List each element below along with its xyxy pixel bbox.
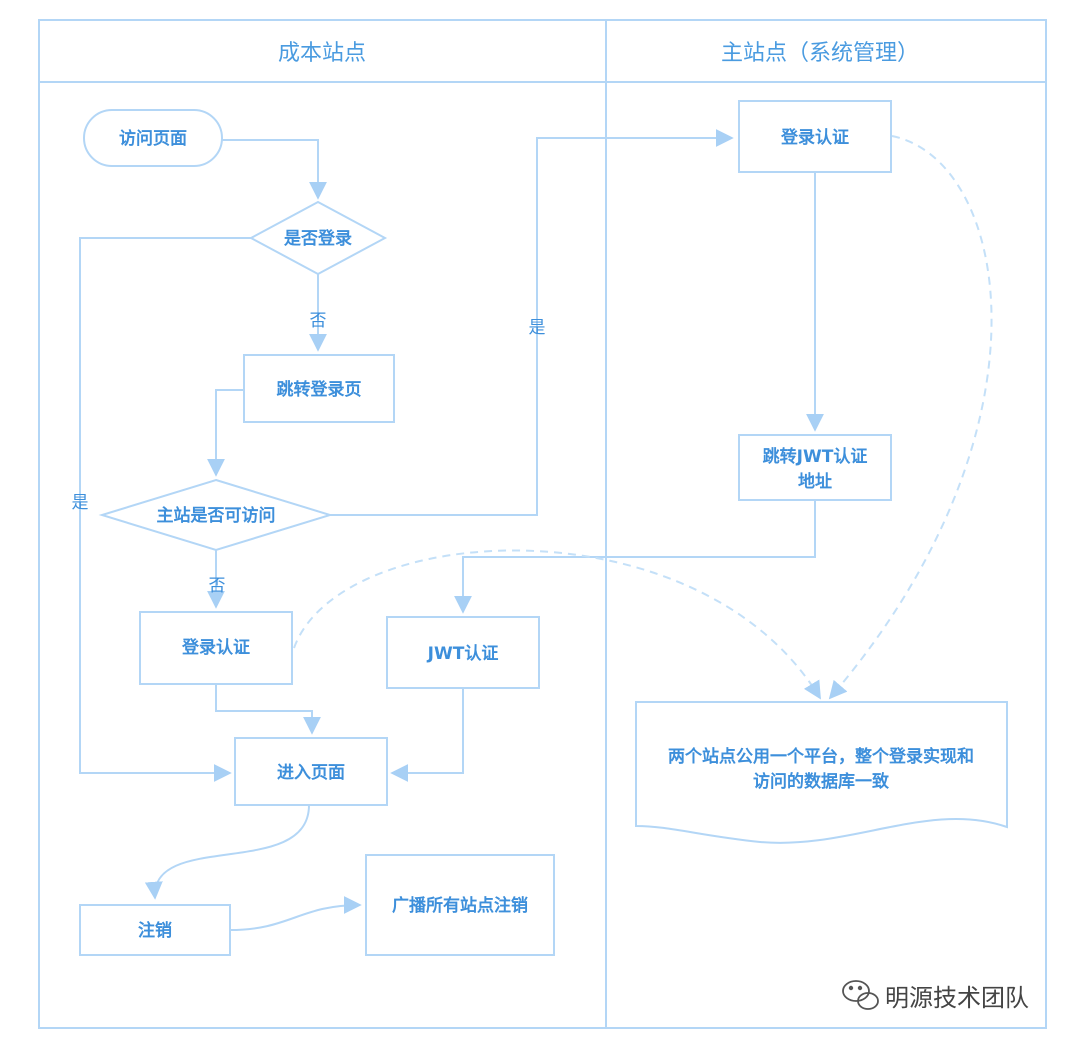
svg-text:主站是否可访问: 主站是否可访问 xyxy=(157,505,276,526)
node-goto-login-page: 跳转登录页 xyxy=(243,354,395,423)
edge-label-no-2: 否 xyxy=(209,576,226,596)
decision-main-site-accessible: 主站是否可访问 xyxy=(98,478,334,552)
svg-text:访问页面: 访问页面 xyxy=(119,128,187,149)
svg-text:JWT认证: JWT认证 xyxy=(427,643,499,664)
lane-title-cost-site: 成本站点 xyxy=(278,41,366,66)
node-enter-page: 进入页面 xyxy=(234,737,388,806)
swimlane-frame xyxy=(38,19,1047,1029)
svg-text:跳转登录页: 跳转登录页 xyxy=(277,379,362,400)
node-broadcast-logout: 广播所有站点注销 xyxy=(365,854,555,956)
svg-text:跳转JWT认证: 跳转JWT认证 xyxy=(763,446,868,467)
note-shared-platform: 两个站点公用一个平台，整个登录实现和 访问的数据库一致 xyxy=(635,701,1008,844)
decision-is-logged-in: 是否登录 xyxy=(248,200,388,276)
node-redirect-jwt: 跳转JWT认证 地址 xyxy=(738,434,892,501)
edge-label-no-1: 否 xyxy=(310,311,327,331)
node-logout: 注销 xyxy=(79,904,231,956)
svg-text:登录认证: 登录认证 xyxy=(780,127,849,148)
svg-text:登录认证: 登录认证 xyxy=(181,637,250,658)
node-jwt-auth: JWT认证 xyxy=(386,616,540,689)
watermark-text: 明源技术团队 xyxy=(885,984,1029,1012)
node-visit-page: 访问页面 xyxy=(83,109,223,167)
edge-label-yes-right: 是 xyxy=(529,318,546,338)
watermark: 明源技术团队 xyxy=(842,980,1029,1012)
node-local-login-auth: 登录认证 xyxy=(139,611,293,685)
lane-title-main-site: 主站点（系统管理） xyxy=(721,41,919,66)
svg-text:进入页面: 进入页面 xyxy=(277,763,345,783)
svg-text:是否登录: 是否登录 xyxy=(284,228,352,249)
connectors xyxy=(79,129,824,931)
svg-text:广播所有站点注销: 广播所有站点注销 xyxy=(392,895,528,916)
edge-label-yes-left: 是 xyxy=(72,493,89,513)
wechat-icon xyxy=(842,980,879,1010)
dashed-connectors xyxy=(293,135,993,700)
node-main-login-auth: 登录认证 xyxy=(738,100,892,173)
svg-text:两个站点公用一个平台，整个登录实现和: 两个站点公用一个平台，整个登录实现和 xyxy=(668,746,974,767)
svg-text:注销: 注销 xyxy=(138,920,172,941)
svg-text:地址: 地址 xyxy=(798,471,832,492)
svg-text:访问的数据库一致: 访问的数据库一致 xyxy=(753,771,890,792)
